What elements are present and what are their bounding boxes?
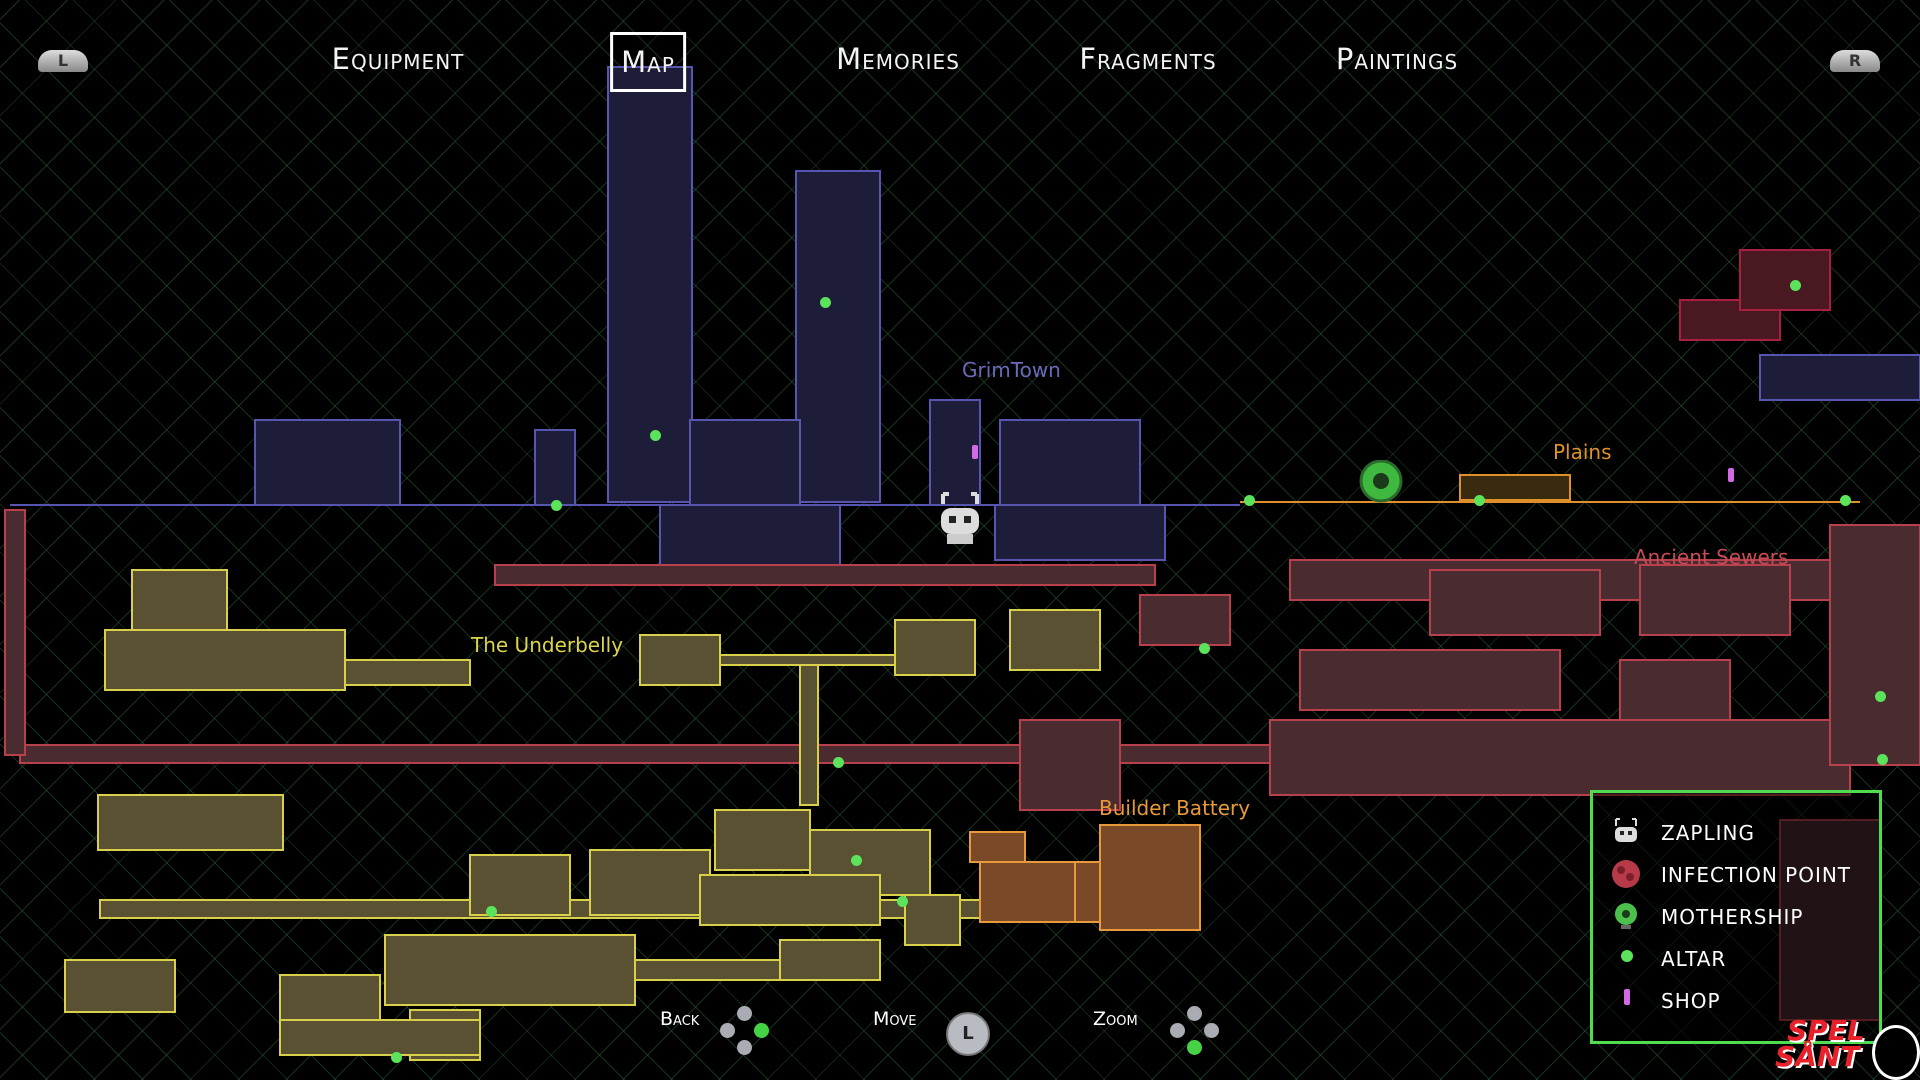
legend-label-zapling: ZAPLING xyxy=(1661,821,1755,845)
back-control-label: Back xyxy=(660,1008,700,1030)
legend-label-altar: ALTAR xyxy=(1661,947,1727,971)
bomb-mascot-icon xyxy=(1872,1025,1920,1080)
shop-marker[interactable] xyxy=(972,445,978,459)
left-shoulder-button[interactable]: L xyxy=(38,50,88,72)
altar-marker[interactable] xyxy=(1474,495,1485,506)
altar-marker[interactable] xyxy=(1877,754,1888,765)
left-stick-icon[interactable]: L xyxy=(946,1012,990,1056)
zapling-player-marker xyxy=(941,492,979,544)
altar-marker[interactable] xyxy=(1875,691,1886,702)
altar-marker[interactable] xyxy=(391,1052,402,1063)
zoom-control-label: Zoom xyxy=(1093,1008,1138,1030)
grimtown-region xyxy=(10,66,1920,566)
builder-battery-region xyxy=(969,824,1201,931)
altar-marker[interactable] xyxy=(1244,495,1255,506)
tab-memories[interactable]: Memories xyxy=(836,42,960,76)
altar-marker[interactable] xyxy=(1199,643,1210,654)
altar-marker[interactable] xyxy=(851,855,862,866)
map-legend: ZAPLING INFECTION POINT MOTHERSHIP ALTAR… xyxy=(1590,790,1882,1044)
plains-region xyxy=(1240,474,1860,503)
underbelly-region xyxy=(64,569,1101,1061)
altar-marker[interactable] xyxy=(833,757,844,768)
shop-marker[interactable] xyxy=(1728,468,1734,482)
mothership-icon xyxy=(1615,903,1637,929)
altar-marker[interactable] xyxy=(486,906,497,917)
zapling-icon xyxy=(1615,818,1637,842)
altar-icon xyxy=(1621,950,1633,962)
tab-equipment[interactable]: Equipment xyxy=(331,42,465,76)
area-label-the-underbelly: The Underbelly xyxy=(471,633,624,657)
area-label-plains: Plains xyxy=(1553,440,1612,464)
infection-point-icon xyxy=(1612,860,1640,888)
mothership-marker[interactable] xyxy=(1358,460,1404,506)
move-control-label: Move xyxy=(873,1008,917,1030)
altar-marker[interactable] xyxy=(820,297,831,308)
tab-fragments[interactable]: Fragments xyxy=(1079,42,1217,76)
altar-marker[interactable] xyxy=(650,430,661,441)
area-label-grimtown: GrimTown xyxy=(962,358,1061,382)
tab-paintings[interactable]: Paintings xyxy=(1335,42,1459,76)
altar-marker[interactable] xyxy=(1790,280,1801,291)
tab-map[interactable]: Map xyxy=(610,32,686,92)
shop-icon xyxy=(1624,989,1630,1005)
infection-region xyxy=(1679,249,1831,341)
altar-marker[interactable] xyxy=(1840,495,1851,506)
altar-marker[interactable] xyxy=(897,896,908,907)
legend-label-shop: SHOP xyxy=(1661,989,1721,1013)
right-shoulder-button[interactable]: R xyxy=(1830,50,1880,72)
altar-marker[interactable] xyxy=(551,500,562,511)
legend-label-infection-point: INFECTION POINT xyxy=(1661,863,1852,887)
legend-label-mothership: MOTHERSHIP xyxy=(1661,905,1804,929)
area-label-builder-battery: Builder Battery xyxy=(1099,796,1251,820)
area-label-ancient-sewers: Ancient Sewers xyxy=(1634,545,1789,569)
